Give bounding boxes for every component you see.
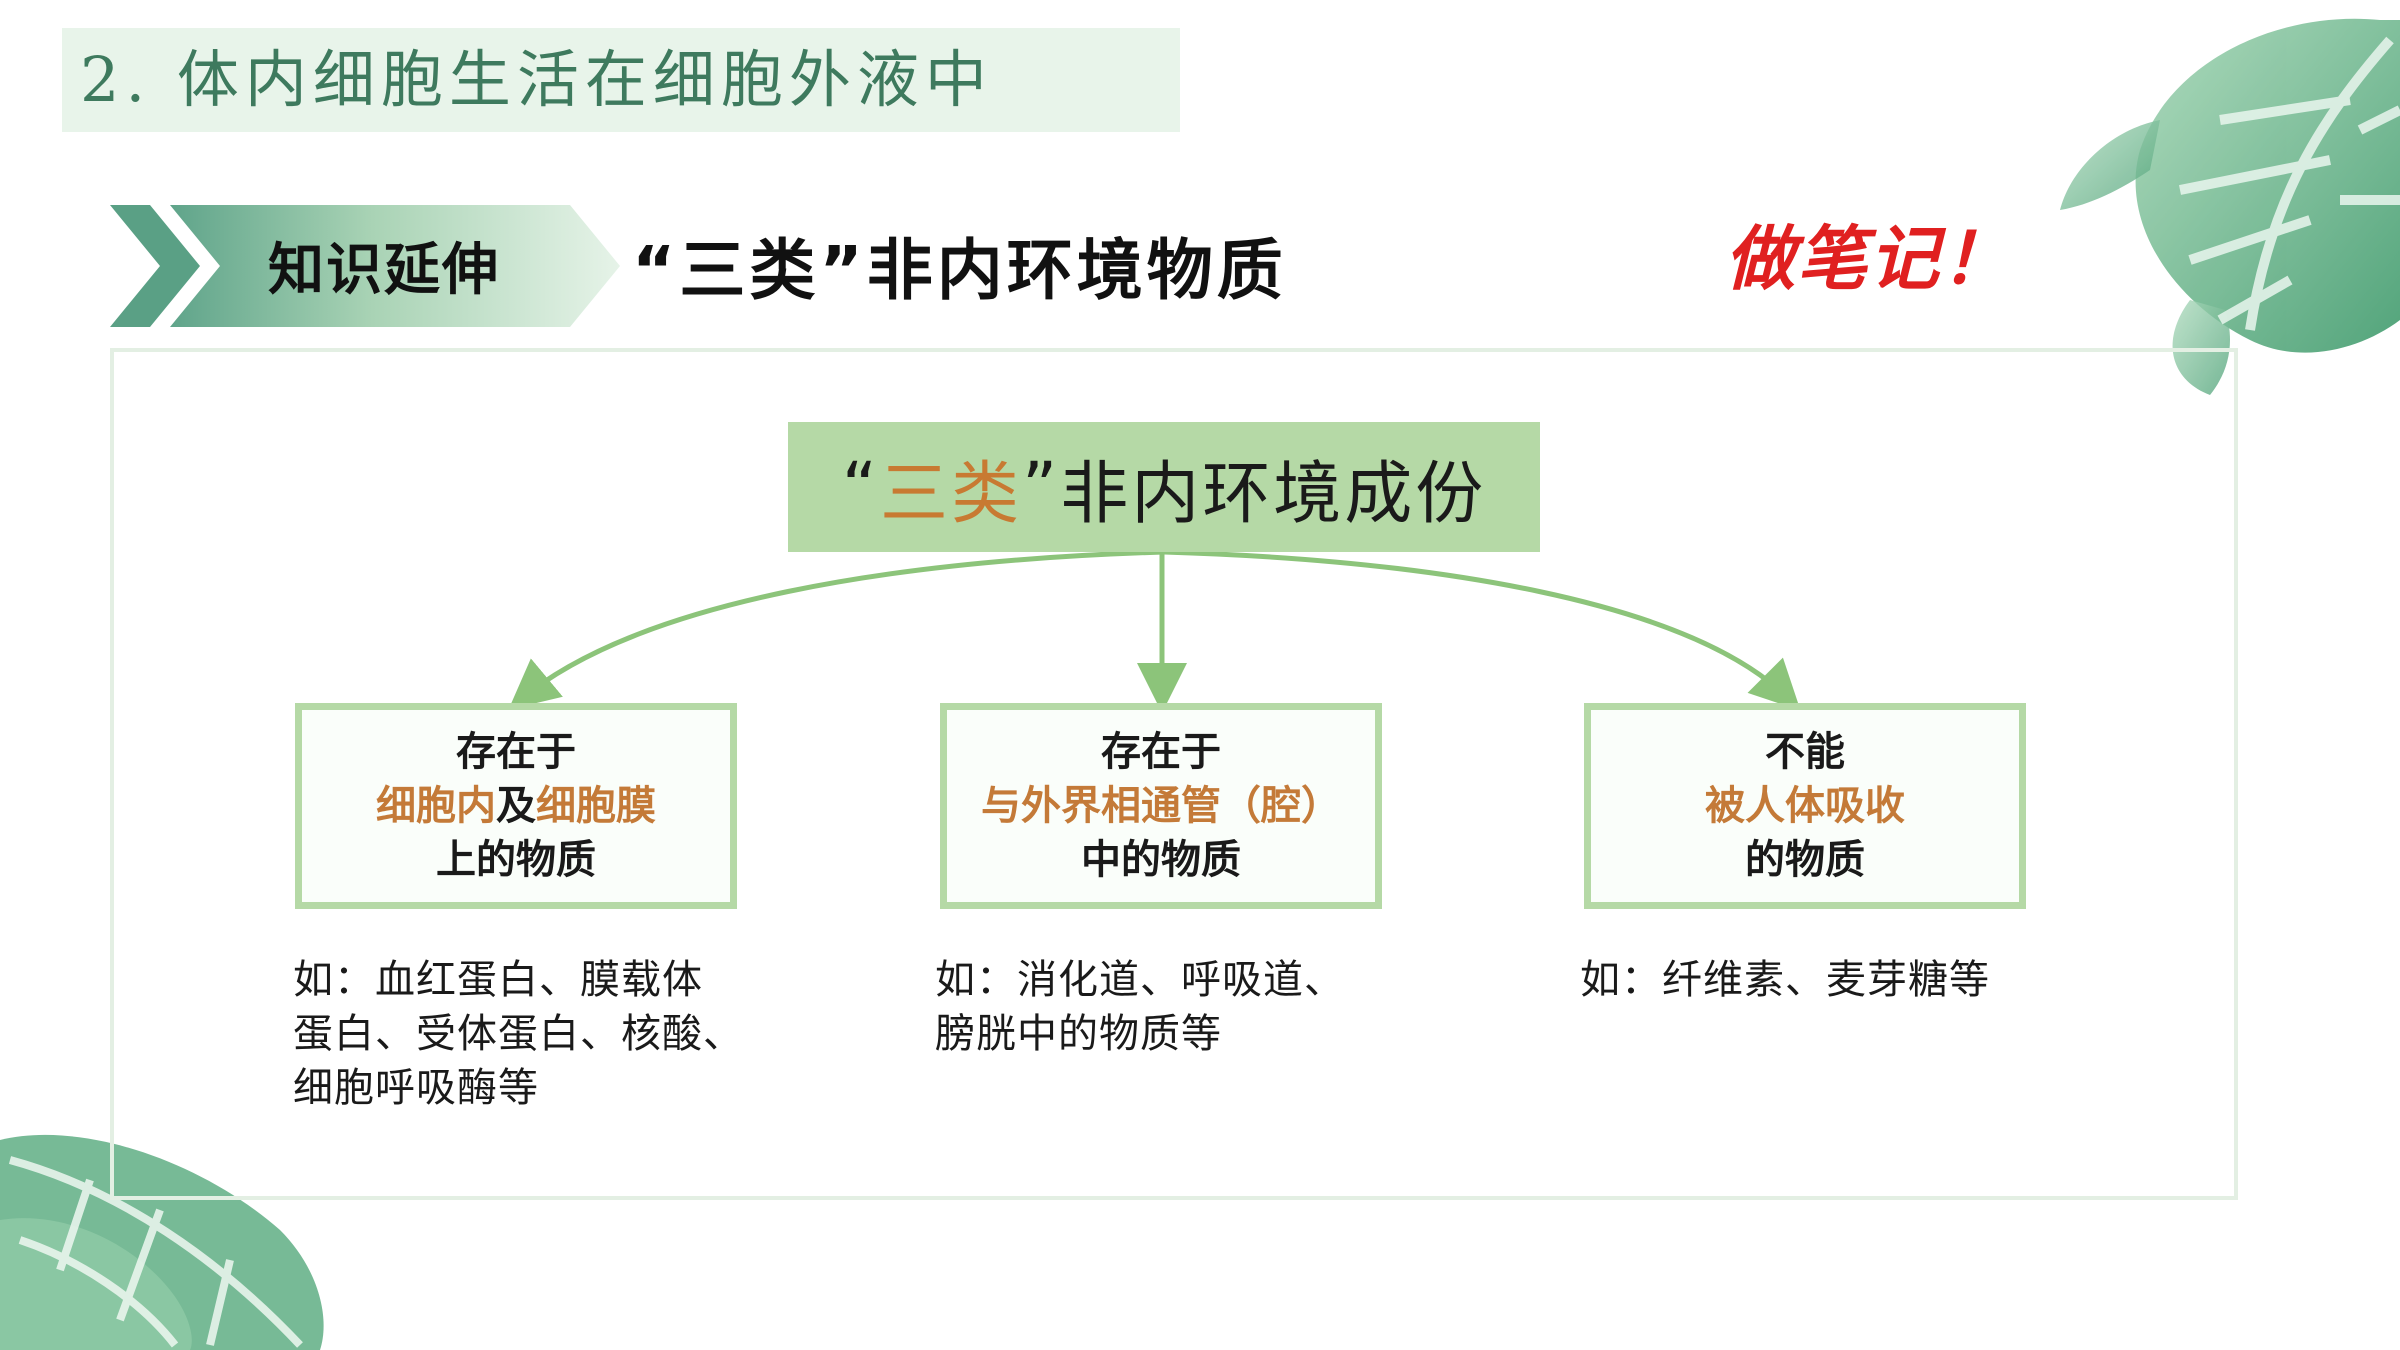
chevron-icon	[110, 205, 200, 327]
example-text-left: 如：血红蛋白、膜载体 蛋白、受体蛋白、核酸、 细胞呼吸酶等	[293, 953, 833, 1115]
root-node: “三类”非内环境成份	[788, 422, 1540, 552]
child-highlight: 细胞内	[376, 783, 496, 829]
child-line3: 中的物质	[1081, 837, 1241, 883]
root-highlight: 三类	[879, 454, 1022, 534]
child-highlight: 与外界相通管（腔）	[981, 783, 1341, 829]
example-line: 膀胱中的物质等	[935, 1011, 1222, 1057]
child-line3: 的物质	[1745, 837, 1865, 883]
example-line: 如：纤维素、麦芽糖等	[1580, 957, 1990, 1003]
diagram-frame	[110, 348, 2238, 1200]
root-quote-open: “	[841, 447, 880, 527]
slide-title: 2. 体内细胞生活在细胞外液中	[80, 43, 993, 116]
child-highlight: 细胞膜	[536, 783, 656, 829]
arrow-to-left-node	[508, 549, 1165, 710]
arrow-to-right-node	[1163, 549, 1801, 711]
child-node-intracellular: 存在于 细胞内及细胞膜 上的物质	[295, 703, 737, 909]
child-highlight: 被人体吸收	[1705, 783, 1905, 829]
example-line: 如：血红蛋白、膜载体	[293, 957, 703, 1003]
monstera-leaf-bottom-left-icon	[0, 1134, 324, 1350]
section-tag-shape	[110, 205, 620, 327]
example-line: 如：消化道、呼吸道、	[935, 957, 1345, 1003]
example-text-right: 如：纤维素、麦芽糖等	[1580, 953, 2140, 1007]
monstera-leaf-top-right-icon	[2060, 18, 2400, 395]
child-connector-word: 及	[496, 783, 536, 829]
child-line1: 不能	[1765, 729, 1845, 775]
child-line2: 细胞内及细胞膜	[376, 779, 656, 833]
section-heading: “三类”非内环境物质	[632, 232, 1287, 309]
section-tag-label: 知识延伸	[268, 238, 500, 303]
child-line3: 上的物质	[436, 837, 596, 883]
root-label: 非内环境成份	[1060, 454, 1487, 534]
child-line1: 存在于	[456, 729, 576, 775]
child-node-unabsorbable: 不能 被人体吸收 的物质	[1584, 703, 2026, 909]
child-line1: 存在于	[1101, 729, 1221, 775]
note-callout: 做笔记！	[1725, 218, 2013, 300]
root-quote-close: ”	[1022, 447, 1061, 527]
title-banner	[62, 28, 1180, 132]
child-node-external-lumen: 存在于 与外界相通管（腔） 中的物质	[940, 703, 1382, 909]
example-text-middle: 如：消化道、呼吸道、 膀胱中的物质等	[935, 953, 1475, 1061]
example-line: 细胞呼吸酶等	[293, 1065, 539, 1111]
example-line: 蛋白、受体蛋白、核酸、	[293, 1011, 744, 1057]
